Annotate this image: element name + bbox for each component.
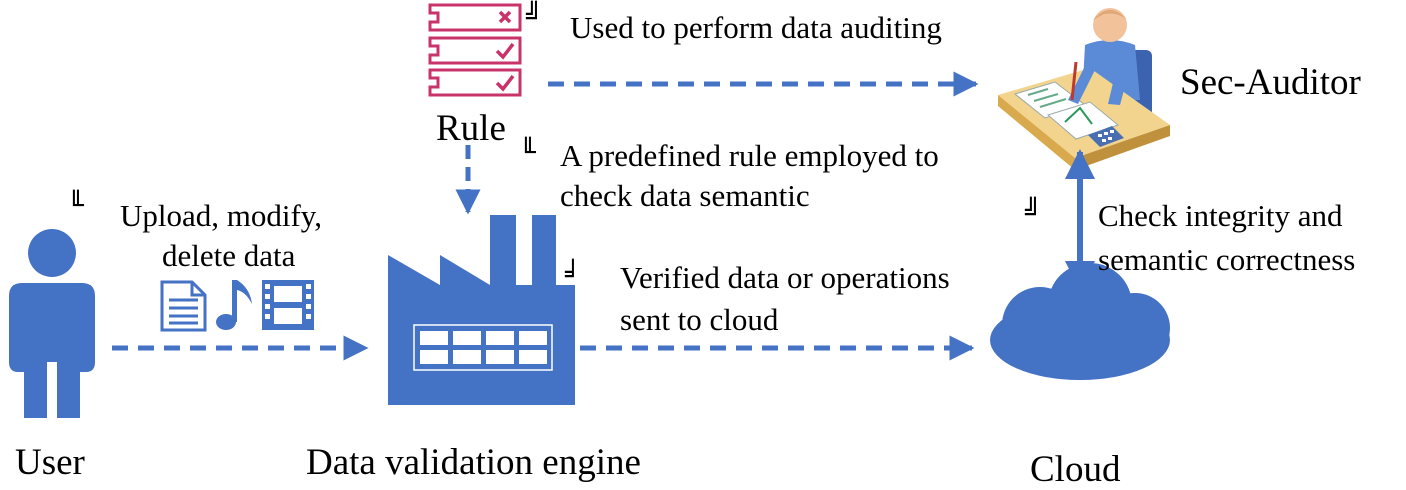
predefined-annotation-line2: check data semantic xyxy=(560,178,810,213)
document-icon xyxy=(160,280,207,332)
rule-label: Rule xyxy=(436,108,506,149)
person-icon xyxy=(9,229,95,418)
cloud-label: Cloud xyxy=(1030,449,1121,490)
checklist-icon xyxy=(428,3,522,97)
engine-label: Data validation engine xyxy=(306,442,641,483)
step-marker-auditing: ╝ xyxy=(526,2,542,32)
music-note-icon xyxy=(216,280,252,330)
verified-annotation-line1: Verified data or operations xyxy=(620,260,950,295)
check-annotation-line2: semantic correctness xyxy=(1098,242,1356,277)
check-annotation-line1: Check integrity and xyxy=(1098,198,1343,233)
step-marker-check: ╝ xyxy=(1025,198,1041,228)
upload-annotation-line2: delete data xyxy=(162,238,296,273)
predefined-annotation-line1: A predefined rule employed to xyxy=(560,138,939,173)
upload-annotation-line1: Upload, modify, xyxy=(120,198,323,233)
film-icon xyxy=(262,280,314,330)
user-label: User xyxy=(15,442,85,483)
step-marker-predefined: ╙ xyxy=(520,138,536,168)
step-marker-upload: ╙ xyxy=(68,191,84,221)
auditor-at-desk-icon xyxy=(998,8,1170,170)
step-marker-verified: ╛ xyxy=(565,260,581,290)
verified-annotation-line2: sent to cloud xyxy=(620,302,779,337)
auditing-annotation: Used to perform data auditing xyxy=(570,10,942,45)
auditor-label: Sec-Auditor xyxy=(1180,62,1361,103)
factory-icon xyxy=(388,215,575,405)
